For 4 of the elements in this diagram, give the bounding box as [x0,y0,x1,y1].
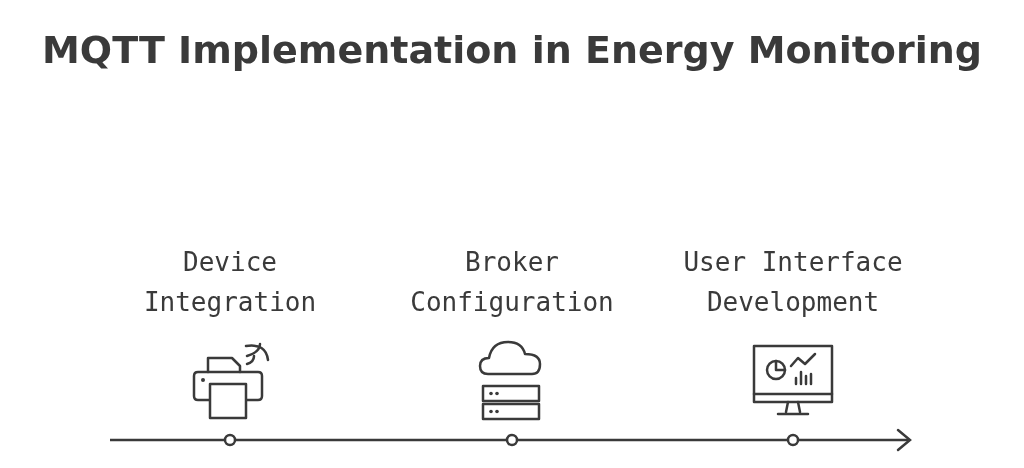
milestone-label: Broker Configuration [409,246,615,319]
milestone-label: Device Integration [142,246,318,319]
milestone-label: User Interface Development [682,246,904,319]
title: MQTT Implementation in Energy Monitoring [41,28,983,72]
